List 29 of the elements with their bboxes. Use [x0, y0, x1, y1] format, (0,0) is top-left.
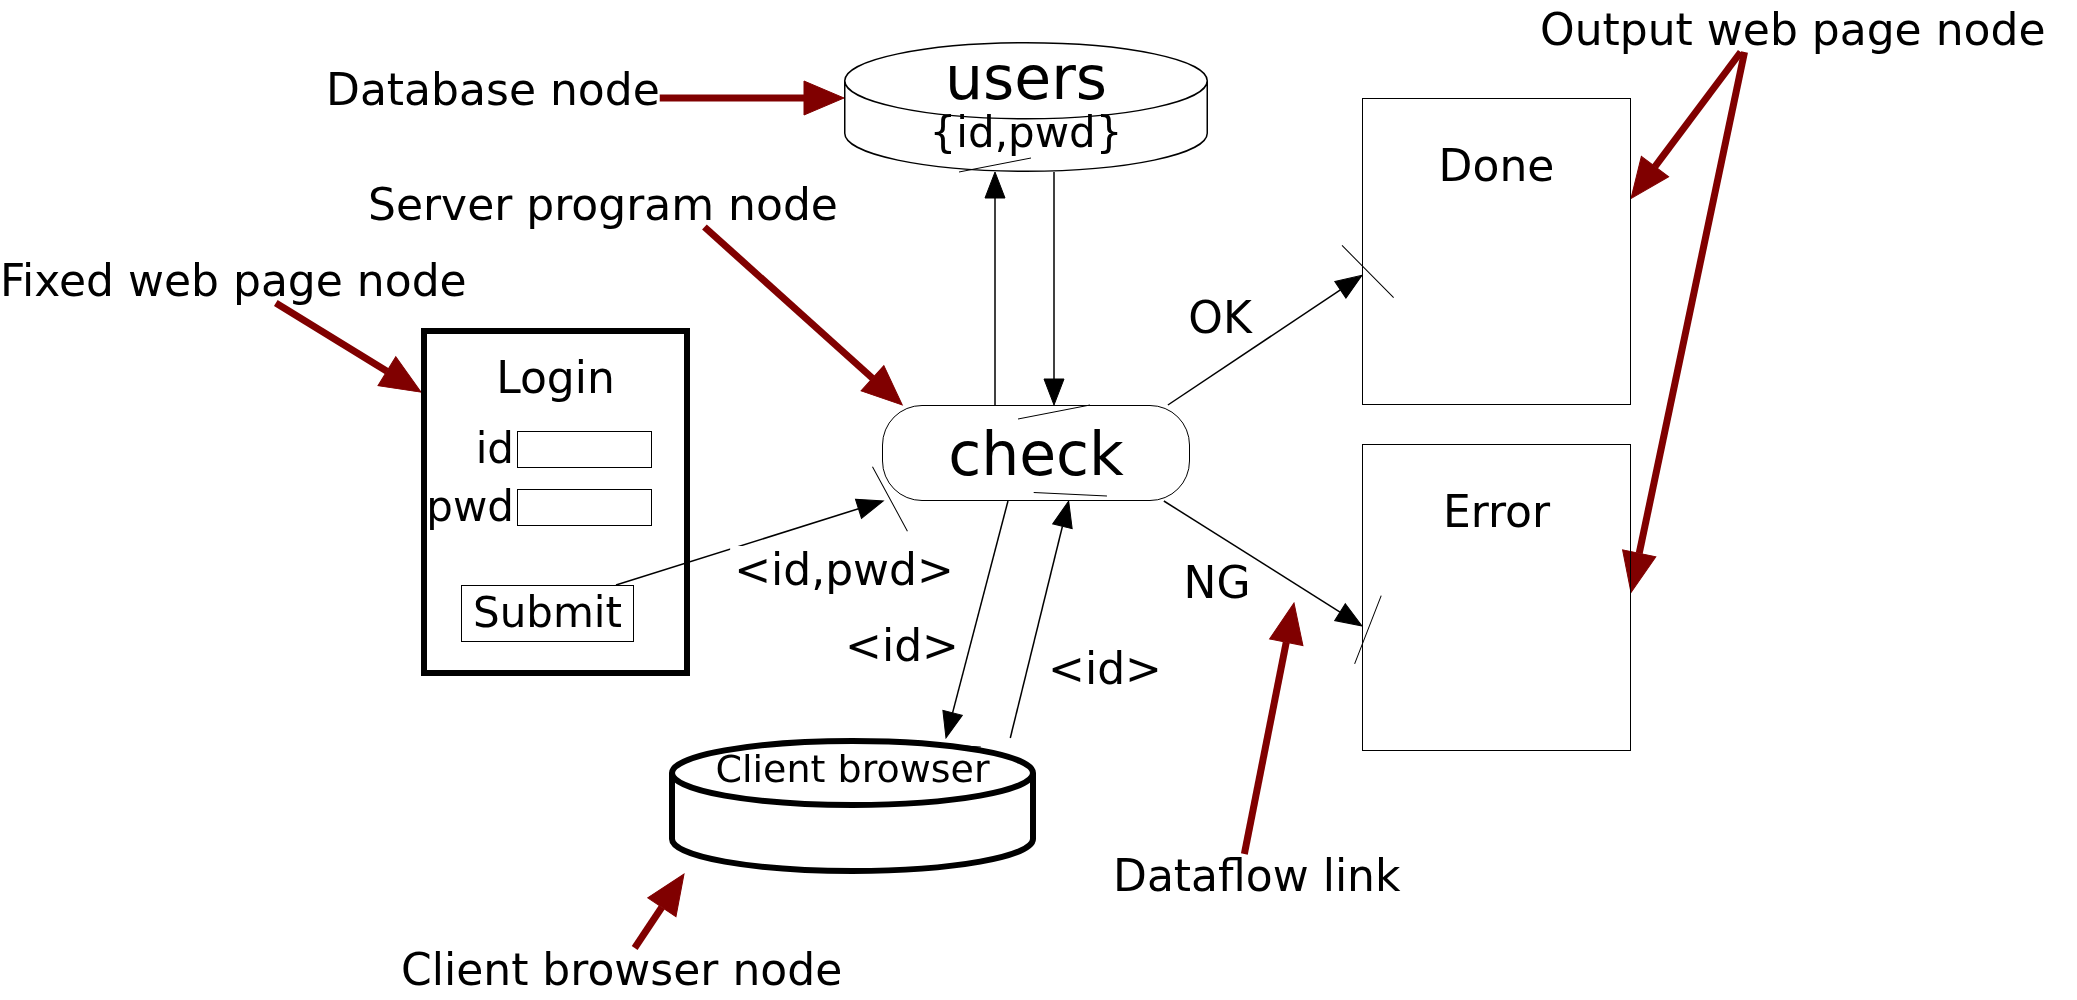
- leader-arrow: [659, 80, 845, 116]
- submit-button: Submit: [461, 585, 634, 642]
- annotation-text: Dataflow link: [1113, 854, 1401, 898]
- browser-cylinder: [669, 738, 1036, 874]
- node-text: {id,pwd}: [929, 112, 1123, 154]
- database-cylinder: [844, 42, 1208, 172]
- leader-arrow: [274, 300, 422, 393]
- node-title: Login: [496, 356, 615, 400]
- node-title: Client browser: [715, 750, 990, 788]
- leader-arrow: [702, 224, 903, 406]
- node-title: check: [948, 424, 1124, 484]
- field-label: pwd: [426, 486, 515, 528]
- leader-arrow: [631, 873, 685, 950]
- field-label: id: [475, 428, 515, 470]
- annotation-text: Output web page node: [1540, 8, 2046, 52]
- annotation-text: Server program node: [368, 183, 838, 227]
- leader-arrow: [1622, 51, 1748, 593]
- leader-arrow: [1240, 602, 1304, 855]
- leader-arrow: [1630, 49, 1744, 200]
- node-title: Done: [1438, 144, 1555, 188]
- annotation-text: Fixed web page node: [0, 259, 467, 303]
- node-title: users: [944, 48, 1108, 108]
- annotation-text: Database node: [326, 68, 660, 112]
- page-box: [1362, 98, 1631, 405]
- annotation-text: Client browser node: [401, 948, 843, 992]
- process-box: [882, 405, 1190, 501]
- node-title: Error: [1442, 490, 1551, 534]
- page-box: [1362, 444, 1631, 751]
- page-box: [421, 328, 690, 676]
